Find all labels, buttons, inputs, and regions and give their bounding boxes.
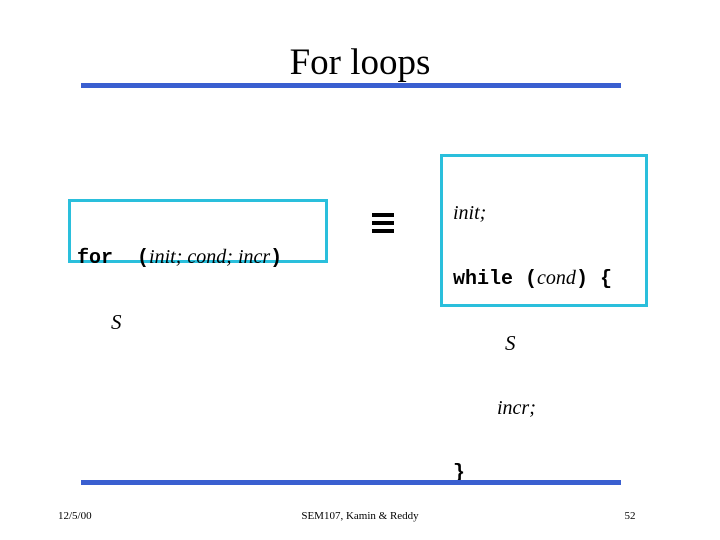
footer-course-label: SEM107, Kamin & Reddy [301, 510, 419, 522]
for-loop-line-1: for (init; cond; incr) [77, 243, 325, 272]
for-loop-line-2: S [77, 308, 325, 337]
for-loop-code-box: for (init; cond; incr) S [68, 199, 328, 334]
for-incr-expr: incr [237, 246, 271, 268]
while-space-1 [513, 268, 525, 291]
footer-page-number: 52 [624, 510, 636, 522]
for-open-paren: ( [137, 247, 150, 270]
while-open-brace: { [599, 268, 612, 291]
footer-divider-rule [81, 480, 621, 485]
for-close-paren: ) [270, 247, 283, 270]
while-init-expr: init; [453, 202, 487, 224]
while-close-paren: ) [575, 268, 588, 291]
while-line-5: } [453, 459, 645, 488]
while-space-2 [588, 268, 600, 291]
while-body-statement: S [505, 331, 516, 355]
while-incr-expr: incr; [497, 397, 536, 419]
equivalence-icon [369, 206, 397, 240]
while-keyword: while [453, 268, 514, 291]
title-divider-rule [81, 83, 621, 88]
for-keyword: for [77, 247, 114, 270]
while-cond-expr: cond [537, 267, 576, 289]
while-line-1: init; [453, 199, 645, 228]
while-line-3: S [453, 329, 645, 358]
while-line-4: incr; [453, 394, 645, 423]
footer-date: 12/5/00 [58, 510, 92, 522]
for-cond-expr: cond; [187, 246, 233, 268]
while-close-brace: } [453, 462, 466, 485]
for-space [113, 247, 137, 270]
page-title: For loops [289, 42, 431, 83]
while-line-2: while (cond) { [453, 264, 645, 293]
while-open-paren: ( [525, 268, 538, 291]
for-body-statement: S [111, 310, 122, 334]
for-init-expr: init; [149, 246, 183, 268]
while-loop-code-box: init; while (cond) { S incr; } [440, 154, 648, 485]
